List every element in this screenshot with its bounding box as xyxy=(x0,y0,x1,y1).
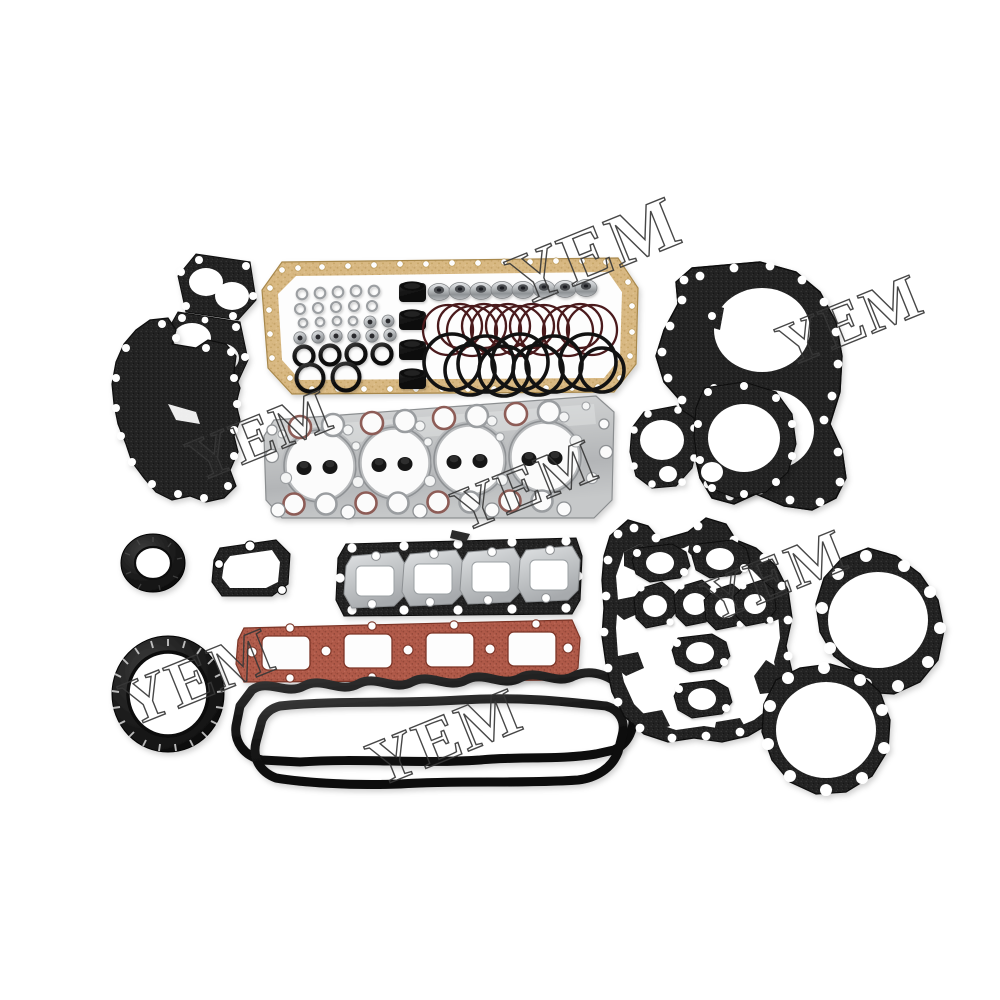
twin-bore-gasket-upper xyxy=(177,253,257,321)
rubber-sleeves xyxy=(399,281,426,389)
side-cover-gasket-left xyxy=(111,317,241,503)
o-rings-black-large xyxy=(422,332,626,398)
crank-seal-small xyxy=(120,533,186,593)
exhaust-port-plates xyxy=(343,530,581,609)
crank-seal-large xyxy=(111,635,225,753)
water-pump-gasket-upper xyxy=(815,547,946,695)
small-oval-gaskets xyxy=(631,539,777,719)
front-plate-gasket xyxy=(693,381,797,499)
water-pump-gasket-lower xyxy=(761,662,891,796)
cylinder-head-gasket xyxy=(263,395,615,520)
o-rings-black-small xyxy=(292,342,394,394)
injector-seal-rings xyxy=(293,314,397,345)
timing-cover-gasket-small xyxy=(629,405,699,489)
thermostat-housing-gasket xyxy=(211,539,291,597)
valve-stem-seals xyxy=(427,279,598,301)
valve-cover-gasket-inner xyxy=(250,694,628,790)
copper-washers xyxy=(293,284,397,345)
intake-manifold-gasket xyxy=(235,619,581,683)
valve-cover-gasket-outer xyxy=(231,668,638,767)
